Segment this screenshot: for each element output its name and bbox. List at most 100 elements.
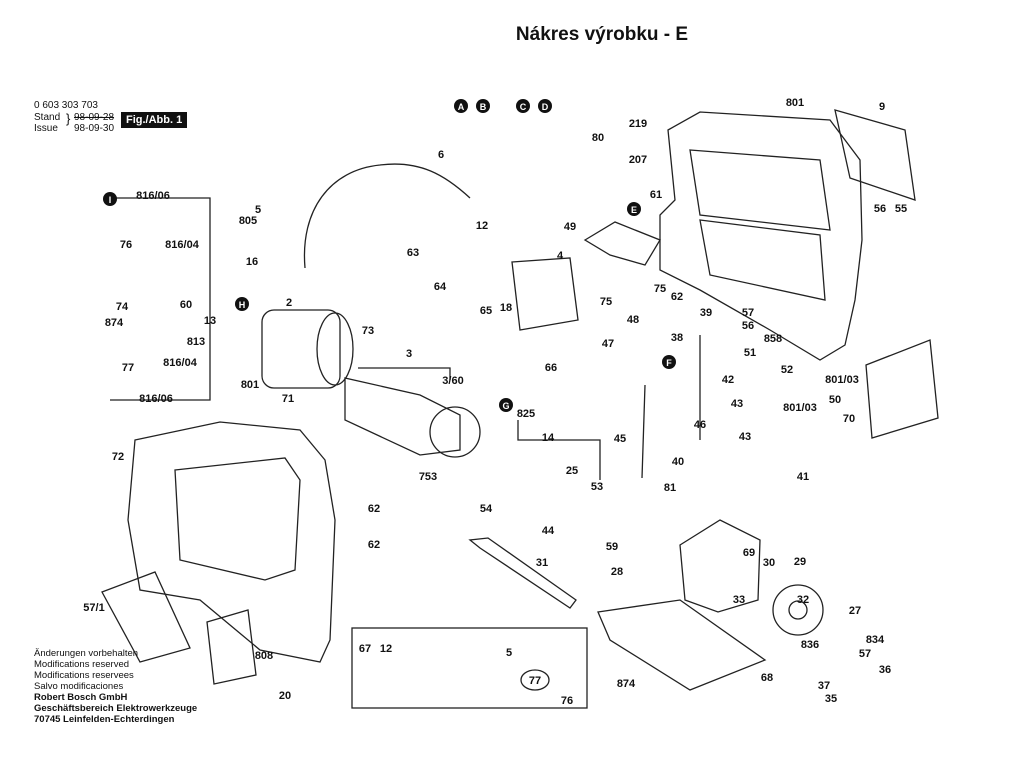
part-label: 49	[564, 221, 576, 233]
part-label: 18	[500, 302, 512, 314]
part-label: 45	[614, 433, 626, 445]
callout-A-icon: A	[454, 99, 468, 113]
svg-text:H: H	[239, 300, 246, 310]
note-line: Änderungen vorbehalten	[34, 648, 139, 659]
part-label: 816/04	[163, 357, 198, 369]
part-label: 65	[480, 305, 492, 317]
part-label: 57/1	[83, 602, 104, 614]
callout-letters: A B C D E F G H I	[103, 99, 676, 412]
part-label: 816/04	[165, 239, 200, 251]
part-label: 858	[764, 333, 782, 345]
motor-housing	[659, 111, 863, 361]
part-label: 834	[866, 634, 885, 646]
part-label: 42	[722, 374, 734, 386]
part-label: 71	[282, 393, 294, 405]
callout-D-icon: D	[538, 99, 552, 113]
part-label: 77	[122, 362, 134, 374]
part-label: 32	[797, 594, 809, 606]
part-label: 75	[600, 296, 612, 308]
part-label: 33	[733, 594, 745, 606]
note-line: Modifications reservees	[34, 670, 134, 681]
part-label: 43	[739, 431, 751, 443]
part-label: 801	[786, 97, 804, 109]
company-line: Robert Bosch GmbH	[34, 692, 128, 703]
part-label: 46	[694, 419, 706, 431]
callout-H-icon: H	[235, 297, 249, 311]
part-label: 808	[255, 650, 273, 662]
part-label: 80	[592, 132, 604, 144]
svg-text:I: I	[109, 195, 112, 205]
issue-label: Issue	[34, 123, 58, 134]
svg-text:B: B	[480, 102, 487, 112]
part-label: 874	[105, 317, 124, 329]
part-label: 54	[480, 503, 493, 515]
note-line: Salvo modificaciones	[34, 681, 124, 692]
part-label: 41	[797, 471, 809, 483]
svg-text:D: D	[542, 102, 549, 112]
part-label: 66	[545, 362, 557, 374]
part-label: 57	[859, 648, 871, 660]
pendulum-plate	[679, 519, 761, 613]
callout-B-icon: B	[476, 99, 490, 113]
company-line: 70745 Leinfelden-Echterdingen	[34, 714, 175, 725]
part-label: 60	[180, 299, 192, 311]
callout-E-icon: E	[627, 202, 641, 216]
part-label: 9	[879, 101, 885, 113]
part-number: 0 603 303 703	[34, 100, 98, 111]
issue-date: 98-09-30	[74, 123, 115, 134]
company-line: Geschäftsbereich Elektrowerkzeuge	[34, 703, 198, 714]
part-label: 801/03	[825, 374, 859, 386]
stand-label: Stand	[34, 112, 61, 123]
part-label: 72	[112, 451, 124, 463]
part-label: 825	[517, 408, 535, 420]
part-label: 39	[700, 307, 712, 319]
part-label: 36	[879, 664, 891, 676]
part-label: 76	[561, 695, 573, 707]
figure-badge: Fig./Abb. 1	[121, 112, 188, 128]
part-label: 27	[849, 605, 861, 617]
part-label: 69	[743, 547, 755, 559]
part-label: 76	[120, 239, 132, 251]
part-label: 3	[406, 348, 412, 360]
part-label: 63	[407, 247, 419, 259]
part-label: 16	[246, 256, 258, 268]
armature	[344, 377, 461, 456]
part-label: 68	[761, 672, 773, 684]
part-label: 6	[438, 149, 444, 161]
part-label: 47	[602, 338, 614, 350]
part-label: 43	[731, 398, 743, 410]
part-label: M	[0, 0, 5, 3]
part-label: 2	[286, 297, 292, 309]
part-label: 35	[825, 693, 837, 705]
handle-housing	[127, 421, 336, 663]
brace: }	[66, 111, 71, 126]
callout-G-icon: G	[499, 398, 513, 412]
part-label: 801	[241, 379, 259, 391]
part-label: 37	[818, 680, 830, 692]
part-label: 48	[627, 314, 639, 326]
part-label: 5	[506, 647, 512, 659]
part-label: 816/06	[136, 190, 170, 202]
base-plate	[597, 599, 767, 691]
part-label: 74	[116, 301, 129, 313]
part-label: 207	[629, 154, 647, 166]
gear	[772, 584, 824, 636]
part-label: 55	[895, 203, 907, 215]
footnotes: Änderungen vorbehalten Modifications res…	[34, 648, 197, 725]
part-label: 4	[557, 250, 564, 262]
part-label: 56	[874, 203, 886, 215]
part-label: 836	[801, 639, 819, 651]
svg-text:F: F	[666, 358, 672, 368]
part-label: 30	[763, 557, 775, 569]
svg-text:C: C	[520, 102, 527, 112]
callout-F-icon: F	[662, 355, 676, 369]
side-cover	[865, 339, 939, 439]
part-label: 50	[829, 394, 841, 406]
field-coil	[261, 309, 341, 389]
part-label: 75	[654, 283, 666, 295]
part-label: 61	[650, 189, 662, 201]
svg-text:E: E	[631, 205, 637, 215]
part-label: 874	[617, 678, 636, 690]
part-label: 62	[368, 539, 380, 551]
part-label: 801/03	[783, 402, 817, 414]
